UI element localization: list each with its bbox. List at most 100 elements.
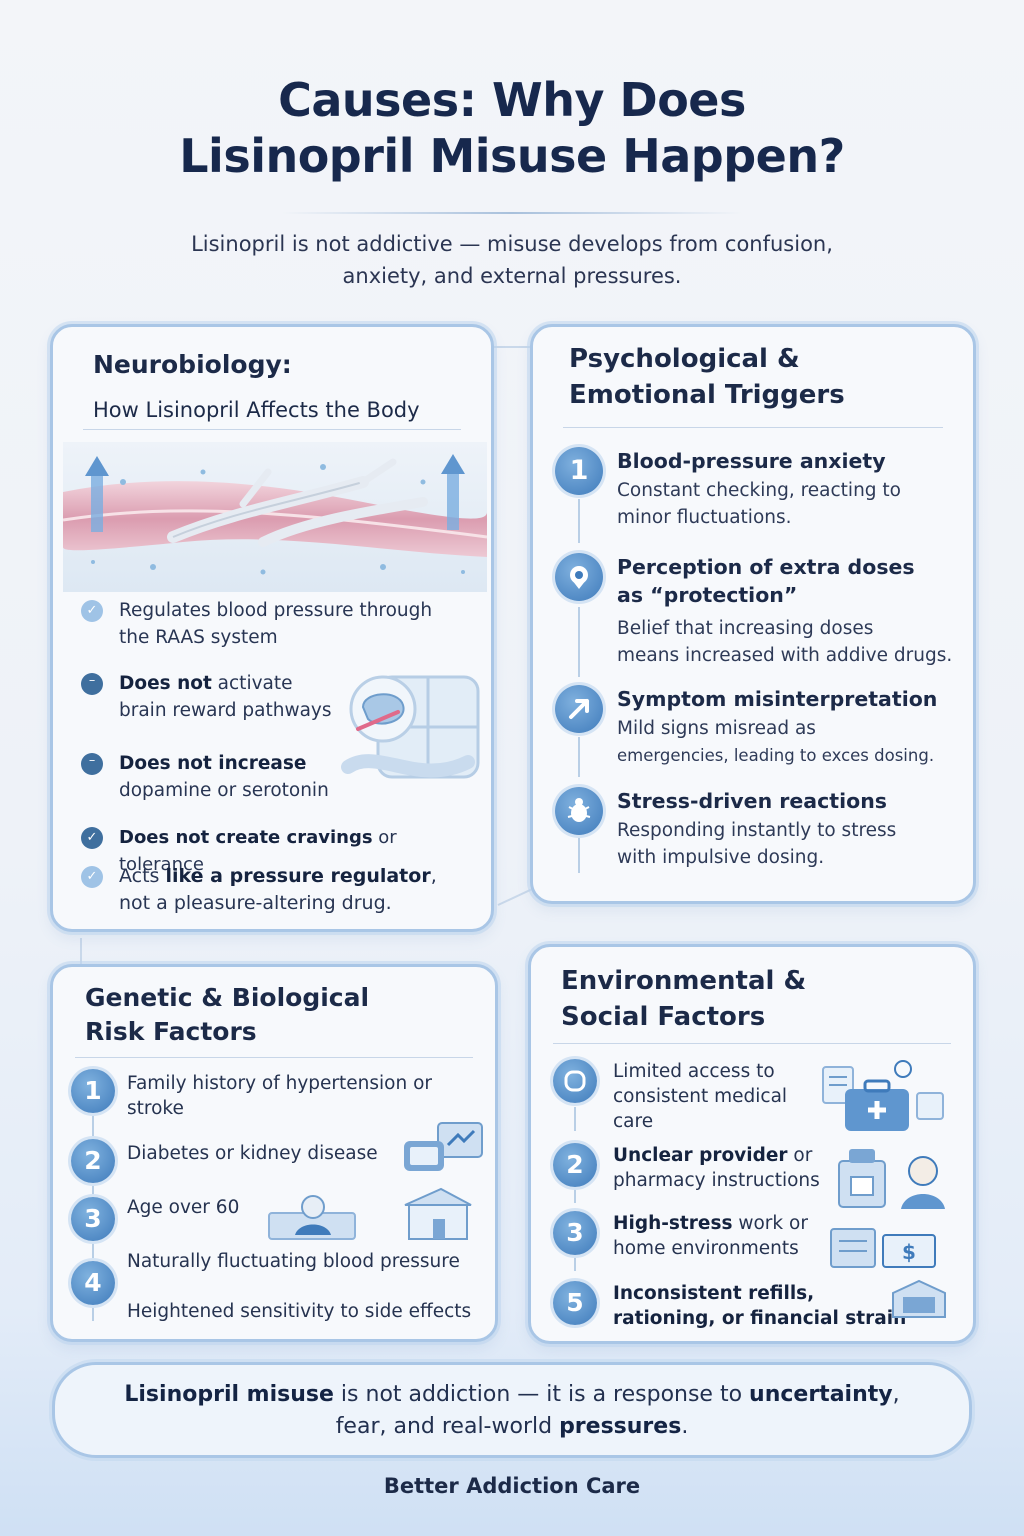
neuro-subheading: How Lisinopril Affects the Body — [93, 398, 420, 422]
genetic-card: Genetic & Biological Risk Factors 1 Fami… — [50, 964, 498, 1342]
monitor-icon — [404, 1122, 483, 1171]
neuro-divider — [83, 429, 461, 430]
psych-item-desc: Constant checking, reacting to — [617, 480, 901, 501]
psych-item-desc: means increased with addive drugs. — [617, 645, 953, 666]
summary-bold: uncertainty — [749, 1382, 893, 1407]
genetic-item-text: Heightened sensitivity to side effects — [127, 1301, 472, 1322]
clinic-icon — [553, 1059, 597, 1103]
psych-item-title: Symptom misinterpretation — [617, 687, 938, 711]
genetic-heading: Genetic & Biological Risk Factors — [85, 981, 369, 1049]
env-item-text: consistent medical — [613, 1086, 788, 1107]
env-item-text: work or — [732, 1213, 808, 1234]
neuro-item-raas: ✓ Regulates blood pressure through the R… — [81, 597, 481, 651]
neuro-item-bold: Does not increase — [119, 753, 307, 774]
neuro-item-reward: ⁻ Does not activate brain reward pathway… — [81, 670, 481, 724]
summary-callout: Lisinopril misuse is not addiction — it … — [52, 1362, 972, 1458]
wallet-icon — [892, 1279, 946, 1318]
env-heading: Environmental & Social Factors — [561, 963, 806, 1035]
neuro-item-text: the RAAS system — [119, 627, 278, 648]
neuro-item-text: not a pleasure-altering drug. — [119, 892, 392, 914]
env-item-stress: 3 High-stress work or home environments — [553, 1211, 808, 1261]
genetic-item-text: stroke — [127, 1098, 184, 1119]
connector-line — [80, 938, 82, 964]
genetic-item-fluctuating-bp: 4 Naturally fluctuating blood pressure — [71, 1251, 460, 1305]
env-item-bold: Unclear provider — [613, 1145, 788, 1166]
brand-name: Better Addiction Care — [383, 1474, 641, 1498]
minus-icon: ⁻ — [81, 753, 103, 775]
genetic-item-text: Diabetes or kidney disease — [127, 1143, 378, 1164]
neuro-item-text: or tolerance — [119, 827, 397, 875]
arrow-icon — [555, 685, 603, 733]
subtitle: Lisinopril is not addictive — misuse dev… — [120, 228, 904, 292]
env-heading-line: Environmental & — [561, 966, 807, 996]
bug-icon — [555, 787, 603, 835]
env-item-text: rationing, or financial strain — [613, 1308, 907, 1329]
genetic-item-diabetes: 2 Diabetes or kidney disease — [71, 1139, 378, 1183]
genetic-item-text: Family history of hypertension or — [127, 1073, 433, 1094]
number-badge: 4 — [71, 1261, 115, 1305]
timeline-line — [578, 837, 580, 873]
psych-item-misinterpretation: Symptom misinterpretation Mild signs mis… — [555, 685, 937, 769]
title-line-1: Causes: Why Does — [278, 73, 746, 127]
env-item-text: home environments — [613, 1238, 799, 1259]
psych-item-bp-anxiety: 1 Blood-pressure anxiety Constant checki… — [555, 447, 901, 531]
genetic-divider — [75, 1057, 473, 1058]
psych-item-desc: Belief that increasing doses — [617, 618, 874, 639]
psych-item-title: as “protection” — [617, 583, 798, 607]
timeline-line — [578, 499, 580, 543]
title-line-2: Lisinopril Misuse Happen? — [179, 129, 845, 183]
neuro-item-text: activate — [211, 673, 293, 694]
psychological-card: Psychological & Emotional Triggers 1 Blo… — [530, 324, 976, 904]
psych-item-title: Stress-driven reactions — [617, 789, 888, 813]
page-title: Causes: Why Does Lisinopril Misuse Happe… — [0, 72, 1024, 184]
check-icon: ✓ — [81, 866, 103, 888]
neuro-item-text: dopamine or serotonin — [119, 780, 329, 801]
env-item-access: Limited access to consistent medical car… — [553, 1059, 787, 1134]
env-item-bold: High-stress — [613, 1213, 733, 1234]
doctor-and-clinic-icon — [268, 1187, 472, 1240]
medical-kit-icon — [822, 1060, 944, 1131]
env-item-text: Inconsistent refills, — [613, 1283, 815, 1304]
number-badge: 3 — [71, 1197, 115, 1241]
number-badge: 2 — [553, 1143, 597, 1187]
neuro-item-text: , — [430, 865, 437, 887]
number-badge: 3 — [553, 1211, 597, 1255]
env-item-refills: 5 Inconsistent refills, rationing, or fi… — [553, 1281, 906, 1331]
timeline-line — [92, 1185, 94, 1199]
summary-text: . — [681, 1414, 689, 1439]
number-badge: 2 — [71, 1139, 115, 1183]
env-item-text: Limited access to — [613, 1061, 775, 1082]
number-badge: 1 — [71, 1069, 115, 1113]
neuro-item-bold: like a pressure regulator — [165, 865, 431, 887]
number-badge: 1 — [555, 447, 603, 495]
neurobiology-card: Neurobiology: How Lisinopril Affects the… — [50, 324, 494, 932]
psych-item-desc: with impulsive dosing. — [617, 847, 825, 868]
minus-icon: ⁻ — [81, 673, 103, 695]
genetic-item-text: Age over 60 — [127, 1197, 240, 1218]
blood-vessel-illustration — [63, 442, 487, 592]
summary-text: fear, and real-world — [335, 1414, 560, 1439]
psych-heading: Psychological & Emotional Triggers — [569, 341, 845, 413]
neuro-item-text: Regulates blood pressure through — [119, 600, 433, 621]
subtitle-line-1: Lisinopril is not addictive — misuse dev… — [191, 232, 833, 256]
psych-item-desc: emergencies, leading to exces dosing. — [617, 746, 935, 765]
subtitle-line-2: anxiety, and external pressures. — [342, 264, 682, 288]
number-badge: 5 — [553, 1281, 597, 1325]
summary-text: , — [892, 1382, 900, 1407]
bills-icon: $ — [830, 1228, 936, 1268]
psych-item-stress: Stress-driven reactions Responding insta… — [555, 787, 896, 871]
pharmacist-icon — [838, 1149, 945, 1209]
neuro-item-bold: Does not — [119, 673, 212, 694]
psych-item-desc: Responding instantly to stress — [617, 820, 897, 841]
timeline-line — [92, 1243, 94, 1263]
psych-divider — [563, 427, 943, 428]
psych-heading-line: Psychological & — [569, 344, 800, 374]
psych-heading-line: Emotional Triggers — [569, 380, 845, 410]
psych-item-title: Blood-pressure anxiety — [617, 449, 886, 473]
timeline-line — [574, 1107, 576, 1131]
summary-bold: pressures — [559, 1414, 682, 1439]
psych-item-protection: Perception of extra doses as “protection… — [555, 553, 952, 669]
neuro-item-text: brain reward pathways — [119, 700, 332, 721]
svg-text:$: $ — [902, 1240, 916, 1264]
neuro-item-bold: Does not create cravings — [119, 827, 373, 848]
